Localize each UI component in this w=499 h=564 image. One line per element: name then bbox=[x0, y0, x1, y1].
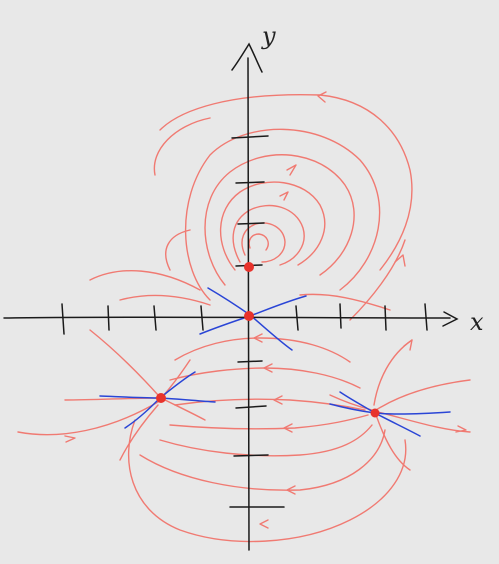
flow-line bbox=[253, 333, 263, 343]
x-tick bbox=[153, 305, 157, 331]
flow-line bbox=[375, 414, 411, 471]
flow-line bbox=[64, 435, 76, 443]
separatrices bbox=[99, 287, 451, 437]
flow-line bbox=[89, 329, 159, 396]
fixed-points bbox=[156, 262, 380, 418]
y-axis-arrowhead bbox=[231, 42, 263, 73]
flow-line bbox=[317, 91, 327, 103]
fixed-point-origin bbox=[244, 311, 254, 321]
flow-line bbox=[159, 93, 413, 271]
flow-lines bbox=[17, 91, 471, 543]
flow-line bbox=[263, 363, 273, 373]
y-tick bbox=[237, 222, 265, 225]
x-tick bbox=[384, 305, 387, 331]
flow-line bbox=[283, 423, 293, 433]
flow-line bbox=[89, 270, 201, 291]
x-tick bbox=[61, 303, 65, 335]
flow-line bbox=[164, 399, 206, 421]
flow-line bbox=[241, 222, 286, 263]
flow-line bbox=[279, 191, 289, 201]
separatrix bbox=[329, 403, 451, 415]
y-tick bbox=[237, 360, 263, 363]
flow-line bbox=[286, 485, 296, 495]
fixed-point-lower-right bbox=[370, 408, 380, 418]
axes bbox=[3, 42, 459, 551]
flow-line bbox=[394, 254, 406, 267]
flow-line bbox=[17, 401, 159, 436]
flow-line bbox=[153, 117, 211, 176]
fixed-point-lower-left bbox=[156, 393, 166, 403]
fixed-point-upper-center bbox=[244, 262, 254, 272]
y-axis-line bbox=[247, 57, 250, 551]
flow-line bbox=[169, 414, 369, 430]
x-axis-arrowhead bbox=[442, 311, 459, 327]
flow-line bbox=[127, 419, 407, 543]
flow-line bbox=[375, 379, 471, 411]
x-tick bbox=[200, 305, 204, 331]
flow-line bbox=[165, 229, 191, 271]
flow-line bbox=[299, 293, 391, 311]
x-tick bbox=[339, 303, 342, 329]
flow-line bbox=[139, 429, 386, 491]
flow-line bbox=[204, 154, 355, 286]
flow-line bbox=[403, 339, 413, 351]
flow-line bbox=[248, 233, 269, 251]
y-tick bbox=[235, 181, 265, 184]
flow-line bbox=[259, 519, 269, 529]
flow-line bbox=[349, 239, 406, 321]
flow-line bbox=[169, 367, 361, 389]
flow-line bbox=[286, 164, 297, 176]
flow-line bbox=[119, 404, 159, 461]
flow-line bbox=[219, 181, 326, 271]
x-axis-line bbox=[3, 316, 451, 319]
flow-line bbox=[455, 425, 467, 433]
y-tick bbox=[231, 135, 269, 139]
y-axis-label: y bbox=[261, 22, 276, 50]
y-tick bbox=[233, 454, 269, 457]
x-axis-label: x bbox=[470, 308, 484, 336]
flow-line bbox=[159, 424, 373, 457]
flow-line bbox=[273, 395, 283, 405]
flow-line bbox=[174, 337, 351, 363]
flow-line bbox=[184, 128, 381, 301]
x-tick bbox=[107, 305, 110, 331]
flow-line bbox=[232, 204, 305, 266]
y-tick bbox=[235, 405, 267, 409]
x-tick bbox=[295, 305, 299, 331]
x-tick bbox=[424, 303, 428, 331]
flow-line bbox=[119, 294, 211, 306]
